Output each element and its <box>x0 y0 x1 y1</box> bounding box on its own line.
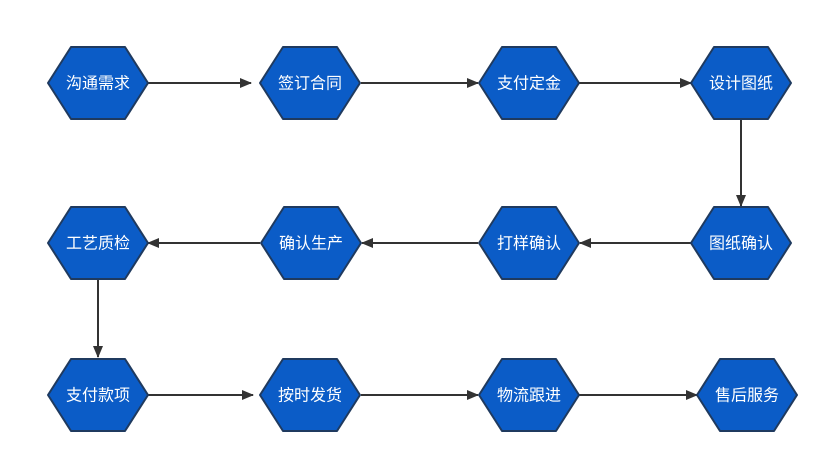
hexagon-shape <box>259 46 361 120</box>
step-label: 沟通需求 <box>66 74 130 93</box>
step-node[interactable]: 设计图纸 <box>690 46 792 120</box>
hexagon-shape <box>478 206 580 280</box>
hexagon-shape <box>47 358 149 432</box>
hexagon-shape <box>47 46 149 120</box>
step-node[interactable]: 物流跟进 <box>478 358 580 432</box>
hexagon-shape <box>260 206 362 280</box>
step-label: 支付定金 <box>497 74 561 93</box>
step-label: 打样确认 <box>497 234 561 253</box>
step-label: 设计图纸 <box>709 74 773 93</box>
hexagon-shape <box>47 206 149 280</box>
step-node[interactable]: 图纸确认 <box>690 206 792 280</box>
connectors <box>93 78 746 400</box>
hexagon-shape <box>478 46 580 120</box>
step-node[interactable]: 打样确认 <box>478 206 580 280</box>
step-label: 按时发货 <box>278 386 342 405</box>
step-node[interactable]: 按时发货 <box>259 358 361 432</box>
step-node[interactable]: 支付款项 <box>47 358 149 432</box>
hexagon-shape <box>478 358 580 432</box>
step-label: 工艺质检 <box>66 234 130 253</box>
hexagon-shape <box>690 46 792 120</box>
step-label: 图纸确认 <box>709 234 773 253</box>
step-label: 支付款项 <box>66 386 130 405</box>
step-label: 物流跟进 <box>497 386 561 405</box>
hexagon-shape <box>696 358 798 432</box>
step-node[interactable]: 售后服务 <box>696 358 798 432</box>
step-label: 确认生产 <box>279 234 343 253</box>
step-node[interactable]: 签订合同 <box>259 46 361 120</box>
step-node[interactable]: 工艺质检 <box>47 206 149 280</box>
step-node[interactable]: 沟通需求 <box>47 46 149 120</box>
step-label: 签订合同 <box>278 74 342 93</box>
step-node[interactable]: 确认生产 <box>260 206 362 280</box>
step-label: 售后服务 <box>715 386 779 405</box>
hexagon-shape <box>690 206 792 280</box>
hexagon-shape <box>259 358 361 432</box>
step-node[interactable]: 支付定金 <box>478 46 580 120</box>
